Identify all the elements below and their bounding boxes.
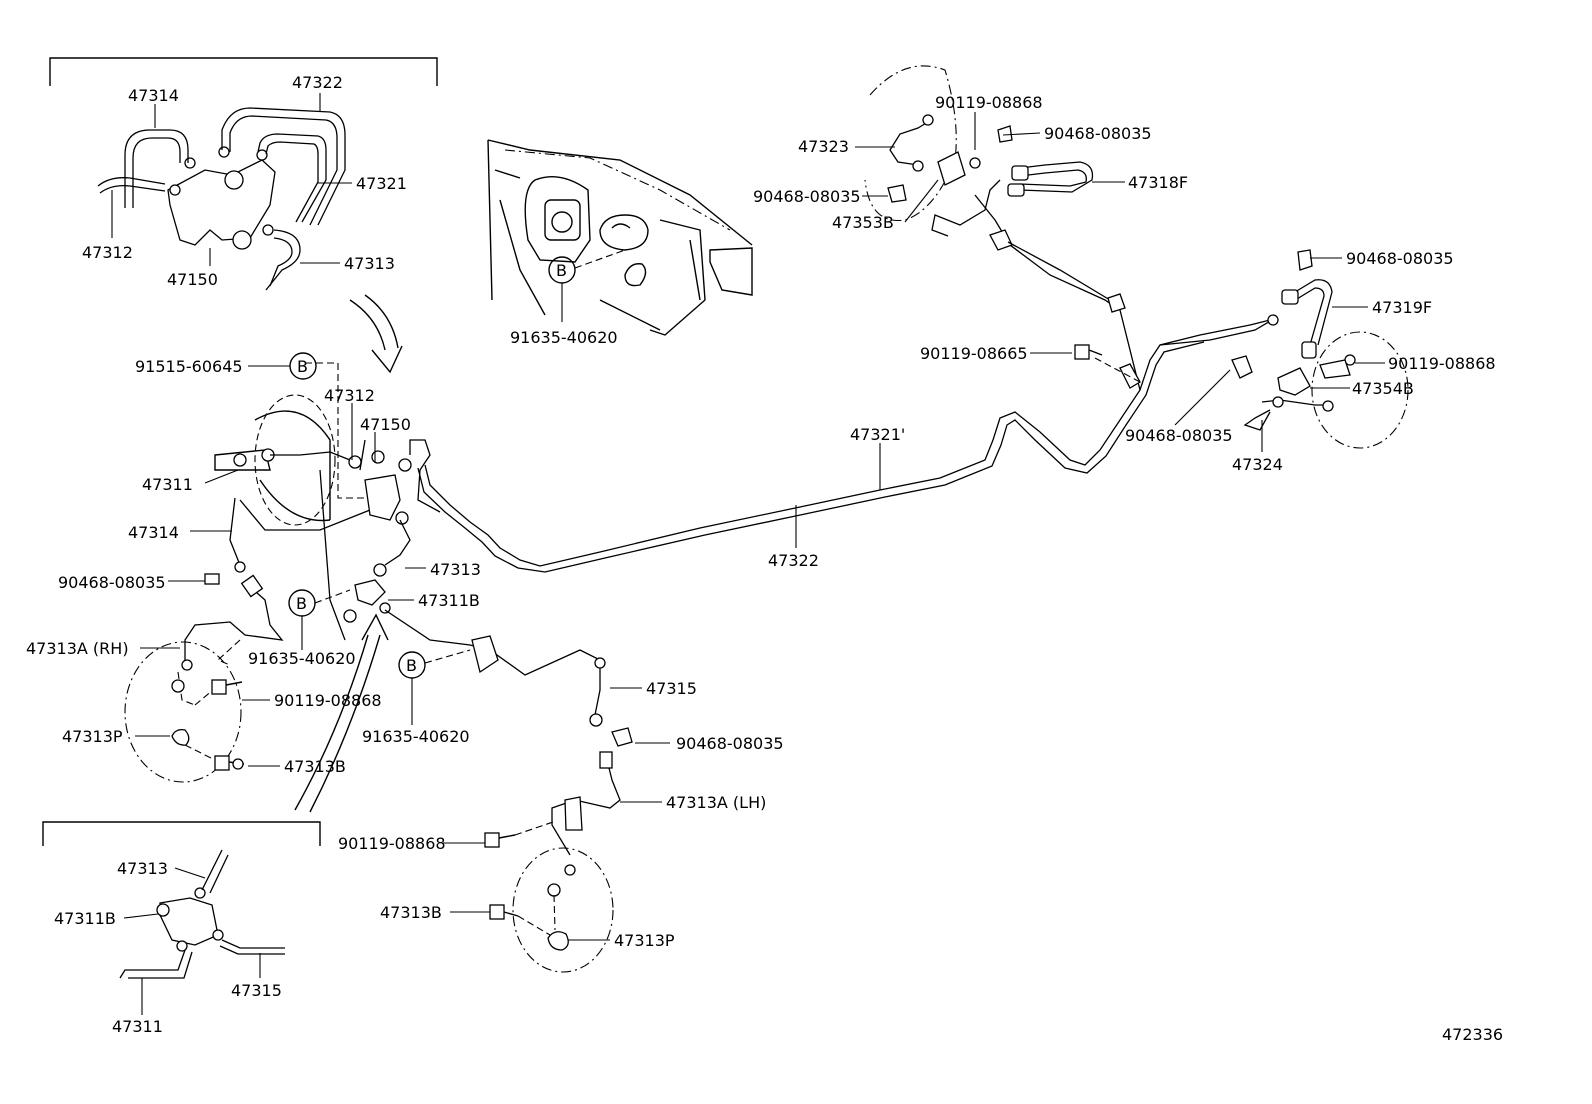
label-90468-08035-right2: 90468-08035 (1125, 426, 1233, 445)
label-47353B: 47353B (832, 213, 894, 232)
label-47313B-left: 47313B (284, 757, 346, 776)
ref-b-marker: B (556, 261, 567, 280)
label-47321-prime: 47321' (850, 425, 905, 444)
label-47313A-LH: 47313A (LH) (666, 793, 766, 812)
label-91635-40620-b: 91635-40620 (362, 727, 470, 746)
label-47312: 47312 (82, 243, 133, 262)
label-47311-inset: 47311 (112, 1017, 163, 1036)
label-47150: 47150 (167, 270, 218, 289)
label-47313A-RH: 47313A (RH) (26, 639, 129, 658)
label-47315-main: 47315 (646, 679, 697, 698)
label-47313-inset: 47313 (117, 859, 168, 878)
label-47321: 47321 (356, 174, 407, 193)
label-47323: 47323 (798, 137, 849, 156)
bottom-left-inset: 47313 47311B 47315 47311 (42, 821, 321, 1036)
label-90468-08035-lh: 90468-08035 (676, 734, 784, 753)
label-47322-mid: 47322 (768, 551, 819, 570)
master-cylinder-assembly: B B B 91515-60645 47312 47150 47311 (26, 352, 481, 813)
arrow-up-icon (294, 613, 389, 813)
body-panel-view: B 91635-40620 (487, 139, 753, 347)
lh-wheel-assembly: 47315 90468-08035 47313A (LH) 90119-0886… (338, 609, 784, 973)
rear-right-upper-assembly: 90119-08868 90468-08035 47323 90468-0803… (753, 65, 1188, 313)
ref-b-marker-2: B (296, 594, 307, 613)
label-47313: 47313 (344, 254, 395, 273)
label-90468-08035-main: 90468-08035 (58, 573, 166, 592)
label-90119-08868-a: 90119-08868 (274, 691, 382, 710)
label-90468-08035-top2: 90468-08035 (753, 187, 861, 206)
label-47314-main: 47314 (128, 523, 179, 542)
label-90468-08035-top: 90468-08035 (1044, 124, 1152, 143)
label-91515-60645: 91515-60645 (135, 357, 243, 376)
label-90468-08035-right: 90468-08035 (1346, 249, 1454, 268)
label-47313P-lh: 47313P (614, 931, 675, 950)
label-90119-08868-lh: 90119-08868 (338, 834, 446, 853)
label-90119-08868-right: 90119-08868 (1388, 354, 1496, 373)
label-47314: 47314 (128, 86, 179, 105)
label-47313-main: 47313 (430, 560, 481, 579)
rear-brake-lines: 47321' 47322 (417, 194, 1271, 573)
top-left-inset: 47314 47322 47321 47312 47150 47313 (49, 57, 438, 291)
label-47322: 47322 (292, 73, 343, 92)
ref-b-marker-1: B (297, 357, 308, 376)
label-90119-08868-top: 90119-08868 (935, 93, 1043, 112)
diagram-reference-number: 472336 (1442, 1025, 1503, 1044)
label-47313P-left: 47313P (62, 727, 123, 746)
label-47318F: 47318F (1128, 173, 1188, 192)
arrow-down-icon (349, 294, 403, 374)
label-47311B-inset: 47311B (54, 909, 116, 928)
label-47315-inset: 47315 (231, 981, 282, 1000)
label-47311: 47311 (142, 475, 193, 494)
label-91635-40620-a: 91635-40620 (248, 649, 356, 668)
label-47354B: 47354B (1352, 379, 1414, 398)
label-47150-main: 47150 (360, 415, 411, 434)
label-90119-08665: 90119-08665 (920, 344, 1028, 363)
label-47319F: 47319F (1372, 298, 1432, 317)
label-47324: 47324 (1232, 455, 1283, 474)
label-47311B-main: 47311B (418, 591, 480, 610)
label-47312-main: 47312 (324, 386, 375, 405)
rear-right-lower-assembly: 90468-08035 47319F 90119-08665 90119-088… (920, 249, 1496, 474)
label-91635-40620-panel: 91635-40620 (510, 328, 618, 347)
ref-b-marker-3: B (406, 656, 417, 675)
label-47313B-lh: 47313B (380, 903, 442, 922)
